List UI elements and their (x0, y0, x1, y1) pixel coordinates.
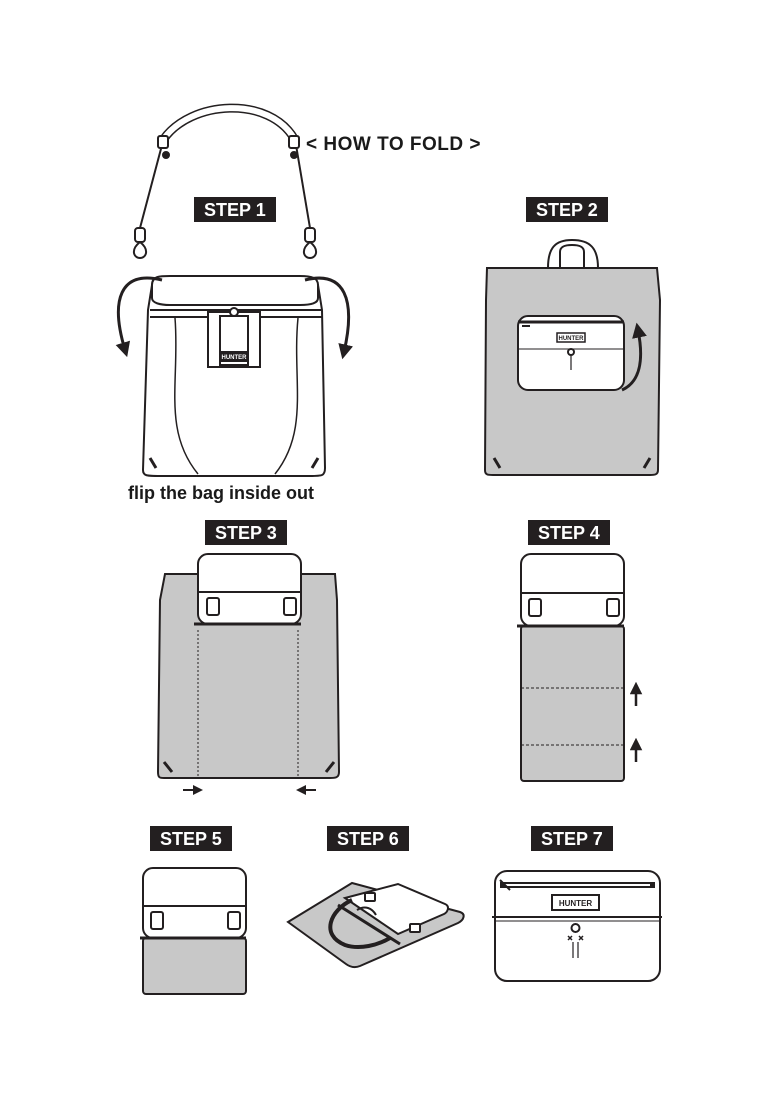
bag-step-1: HUNTER (141, 275, 327, 477)
step-4-illustration (517, 553, 643, 782)
brand-tag-step-1: HUNTER (222, 355, 248, 361)
step-5-illustration (140, 867, 247, 995)
step-3-badge: STEP 3 (205, 520, 287, 545)
flip-arrow-left (115, 276, 163, 358)
brand-tag-step-2: HUNTER (559, 336, 585, 342)
step-1-badge: STEP 1 (194, 197, 276, 222)
step-2-badge: STEP 2 (526, 197, 608, 222)
step-6-illustration (286, 881, 465, 969)
step-2-illustration: HUNTER (483, 238, 662, 476)
fold-arrow-step-2 (621, 322, 647, 392)
step-1-caption: flip the bag inside out (128, 483, 314, 503)
step-1-illustration: HUNTER (115, 103, 353, 477)
step-6-badge: STEP 6 (327, 826, 409, 851)
shoulder-strap (133, 103, 317, 260)
brand-tag-step-7: HUNTER (559, 899, 593, 908)
step-7-badge: STEP 7 (531, 826, 613, 851)
step-5-badge: STEP 5 (150, 826, 232, 851)
page-title: < HOW TO FOLD > (306, 134, 481, 155)
step-4-badge: STEP 4 (528, 520, 610, 545)
step-7-illustration: HUNTER (492, 870, 662, 982)
flip-arrow-right (304, 276, 353, 360)
step-3-illustration (156, 553, 341, 795)
